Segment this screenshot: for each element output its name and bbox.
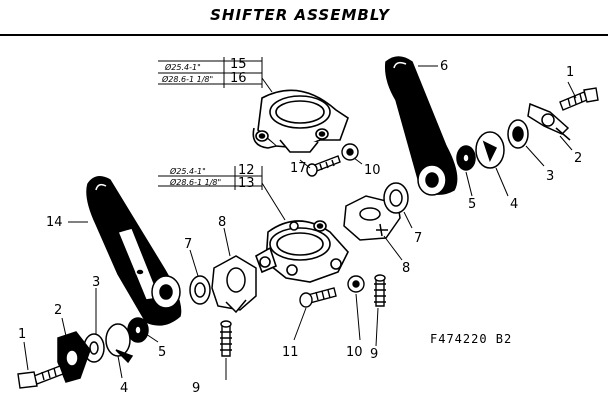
lever-14-drawing [86, 176, 182, 326]
wing-nut-2-left-drawing [57, 331, 91, 383]
bolt-9-left-drawing [220, 320, 232, 357]
diagram-title: SHIFTER ASSEMBLY [210, 6, 391, 24]
lower-handlebar-clamp-drawing [255, 220, 349, 283]
callout-16: 16 [230, 71, 247, 86]
lower-spec-small: Ø28.6-1 1/8" [169, 177, 221, 187]
screw-11-drawing [299, 287, 337, 308]
screw-17-drawing [306, 155, 341, 177]
callout-labels: 6 1 2 3 4 5 7 8 9 10 11 10 17 14 7 8 9 5… [18, 59, 582, 396]
callout-11: 11 [282, 345, 299, 360]
bolt-1-left-drawing [17, 365, 64, 389]
callout-15: 15 [230, 57, 247, 72]
spacer-3-right-drawing [507, 119, 529, 149]
upper-spec-large: Ø25.4-1" [164, 62, 201, 72]
callout-1-left: 1 [18, 327, 26, 342]
lower-clamp-spec-table: Ø25.4-1" Ø28.6-1 1/8" 12 13 [158, 163, 286, 221]
callout-7-right: 7 [414, 231, 422, 246]
callout-10-upper: 10 [364, 163, 381, 178]
callout-8-right: 8 [402, 261, 410, 276]
nut-10-lower-drawing [347, 275, 365, 293]
detent-plate-4-right-drawing [475, 131, 505, 169]
callout-3-left: 3 [92, 275, 100, 290]
washer-5-right-drawing [456, 145, 476, 171]
callout-1-right: 1 [566, 65, 574, 80]
washer-7-right-drawing [383, 182, 409, 214]
callout-9-right: 9 [370, 347, 378, 362]
callout-2-right: 2 [574, 151, 582, 166]
upper-clamp-spec-table: Ø25.4-1" Ø28.6-1 1/8" 15 16 [158, 57, 273, 93]
callout-8-left: 8 [218, 215, 226, 230]
callout-9-left: 9 [192, 381, 200, 396]
callout-4-right: 4 [510, 197, 518, 212]
callout-5-left: 5 [158, 345, 166, 360]
upper-handlebar-clamp-drawing [252, 89, 349, 153]
part-number: F474220 B2 [430, 332, 512, 346]
upper-spec-small: Ø28.6-1 1/8" [161, 74, 213, 84]
callout-6: 6 [440, 59, 448, 74]
bolt-1-right-drawing [559, 87, 599, 111]
callout-12: 12 [238, 163, 255, 178]
lower-spec-large: Ø25.4-1" [169, 166, 206, 176]
callout-5-right: 5 [468, 197, 476, 212]
callout-7-left: 7 [184, 237, 192, 252]
callout-4-left: 4 [120, 381, 128, 396]
leader-lines [23, 65, 577, 380]
bolt-9-right-drawing [374, 274, 386, 307]
callout-14: 14 [46, 215, 63, 230]
washer-7-left-drawing [189, 275, 211, 305]
callout-10-lower: 10 [346, 345, 363, 360]
wing-nut-2-right-drawing [527, 102, 571, 141]
callout-3-right: 3 [546, 169, 554, 184]
indexing-plate-8-left-drawing [211, 255, 257, 314]
nut-10-upper-drawing [341, 143, 359, 161]
callout-17: 17 [290, 161, 307, 176]
callout-2-left: 2 [54, 303, 62, 318]
callout-13: 13 [238, 176, 255, 191]
lever-6-drawing [384, 56, 458, 196]
washer-5-left-drawing [127, 317, 149, 343]
